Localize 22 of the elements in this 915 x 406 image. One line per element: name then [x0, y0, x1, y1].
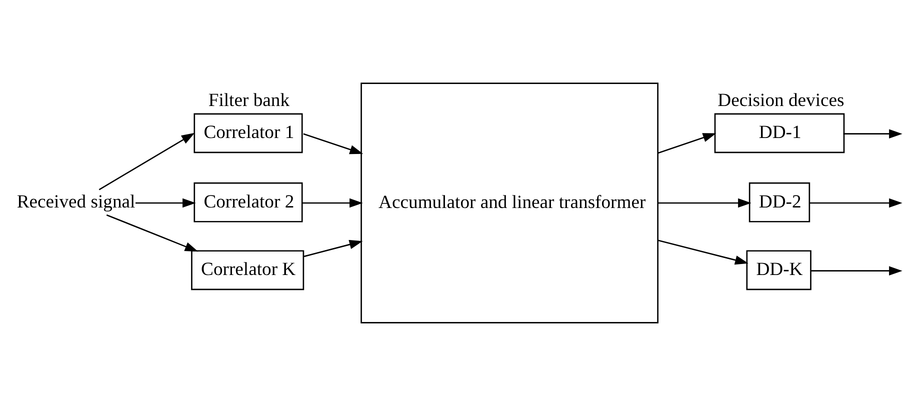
- arrow: [136, 198, 196, 208]
- node-box: Accumulator and linear transformer: [360, 82, 658, 324]
- node-label: Filter bank: [208, 90, 290, 112]
- arrow: [106, 214, 198, 252]
- node-box: DD-2: [748, 182, 810, 222]
- node-box: Correlator K: [191, 250, 304, 290]
- arrow: [302, 198, 363, 208]
- node-box: Correlator 2: [194, 182, 303, 222]
- node-text: Received signal: [16, 191, 136, 212]
- arrow: [303, 133, 364, 154]
- arrow: [810, 198, 902, 208]
- node-box: DD-K: [746, 250, 812, 290]
- arrow: [658, 133, 716, 154]
- arrow: [658, 240, 748, 265]
- node-box: Correlator 1: [194, 113, 303, 154]
- arrow: [843, 129, 902, 139]
- arrow: [304, 240, 363, 258]
- node-label: Decision devices: [718, 90, 844, 112]
- arrow: [98, 132, 195, 190]
- arrow: [811, 266, 902, 276]
- arrow: [658, 198, 752, 208]
- node-box: DD-1: [714, 113, 845, 154]
